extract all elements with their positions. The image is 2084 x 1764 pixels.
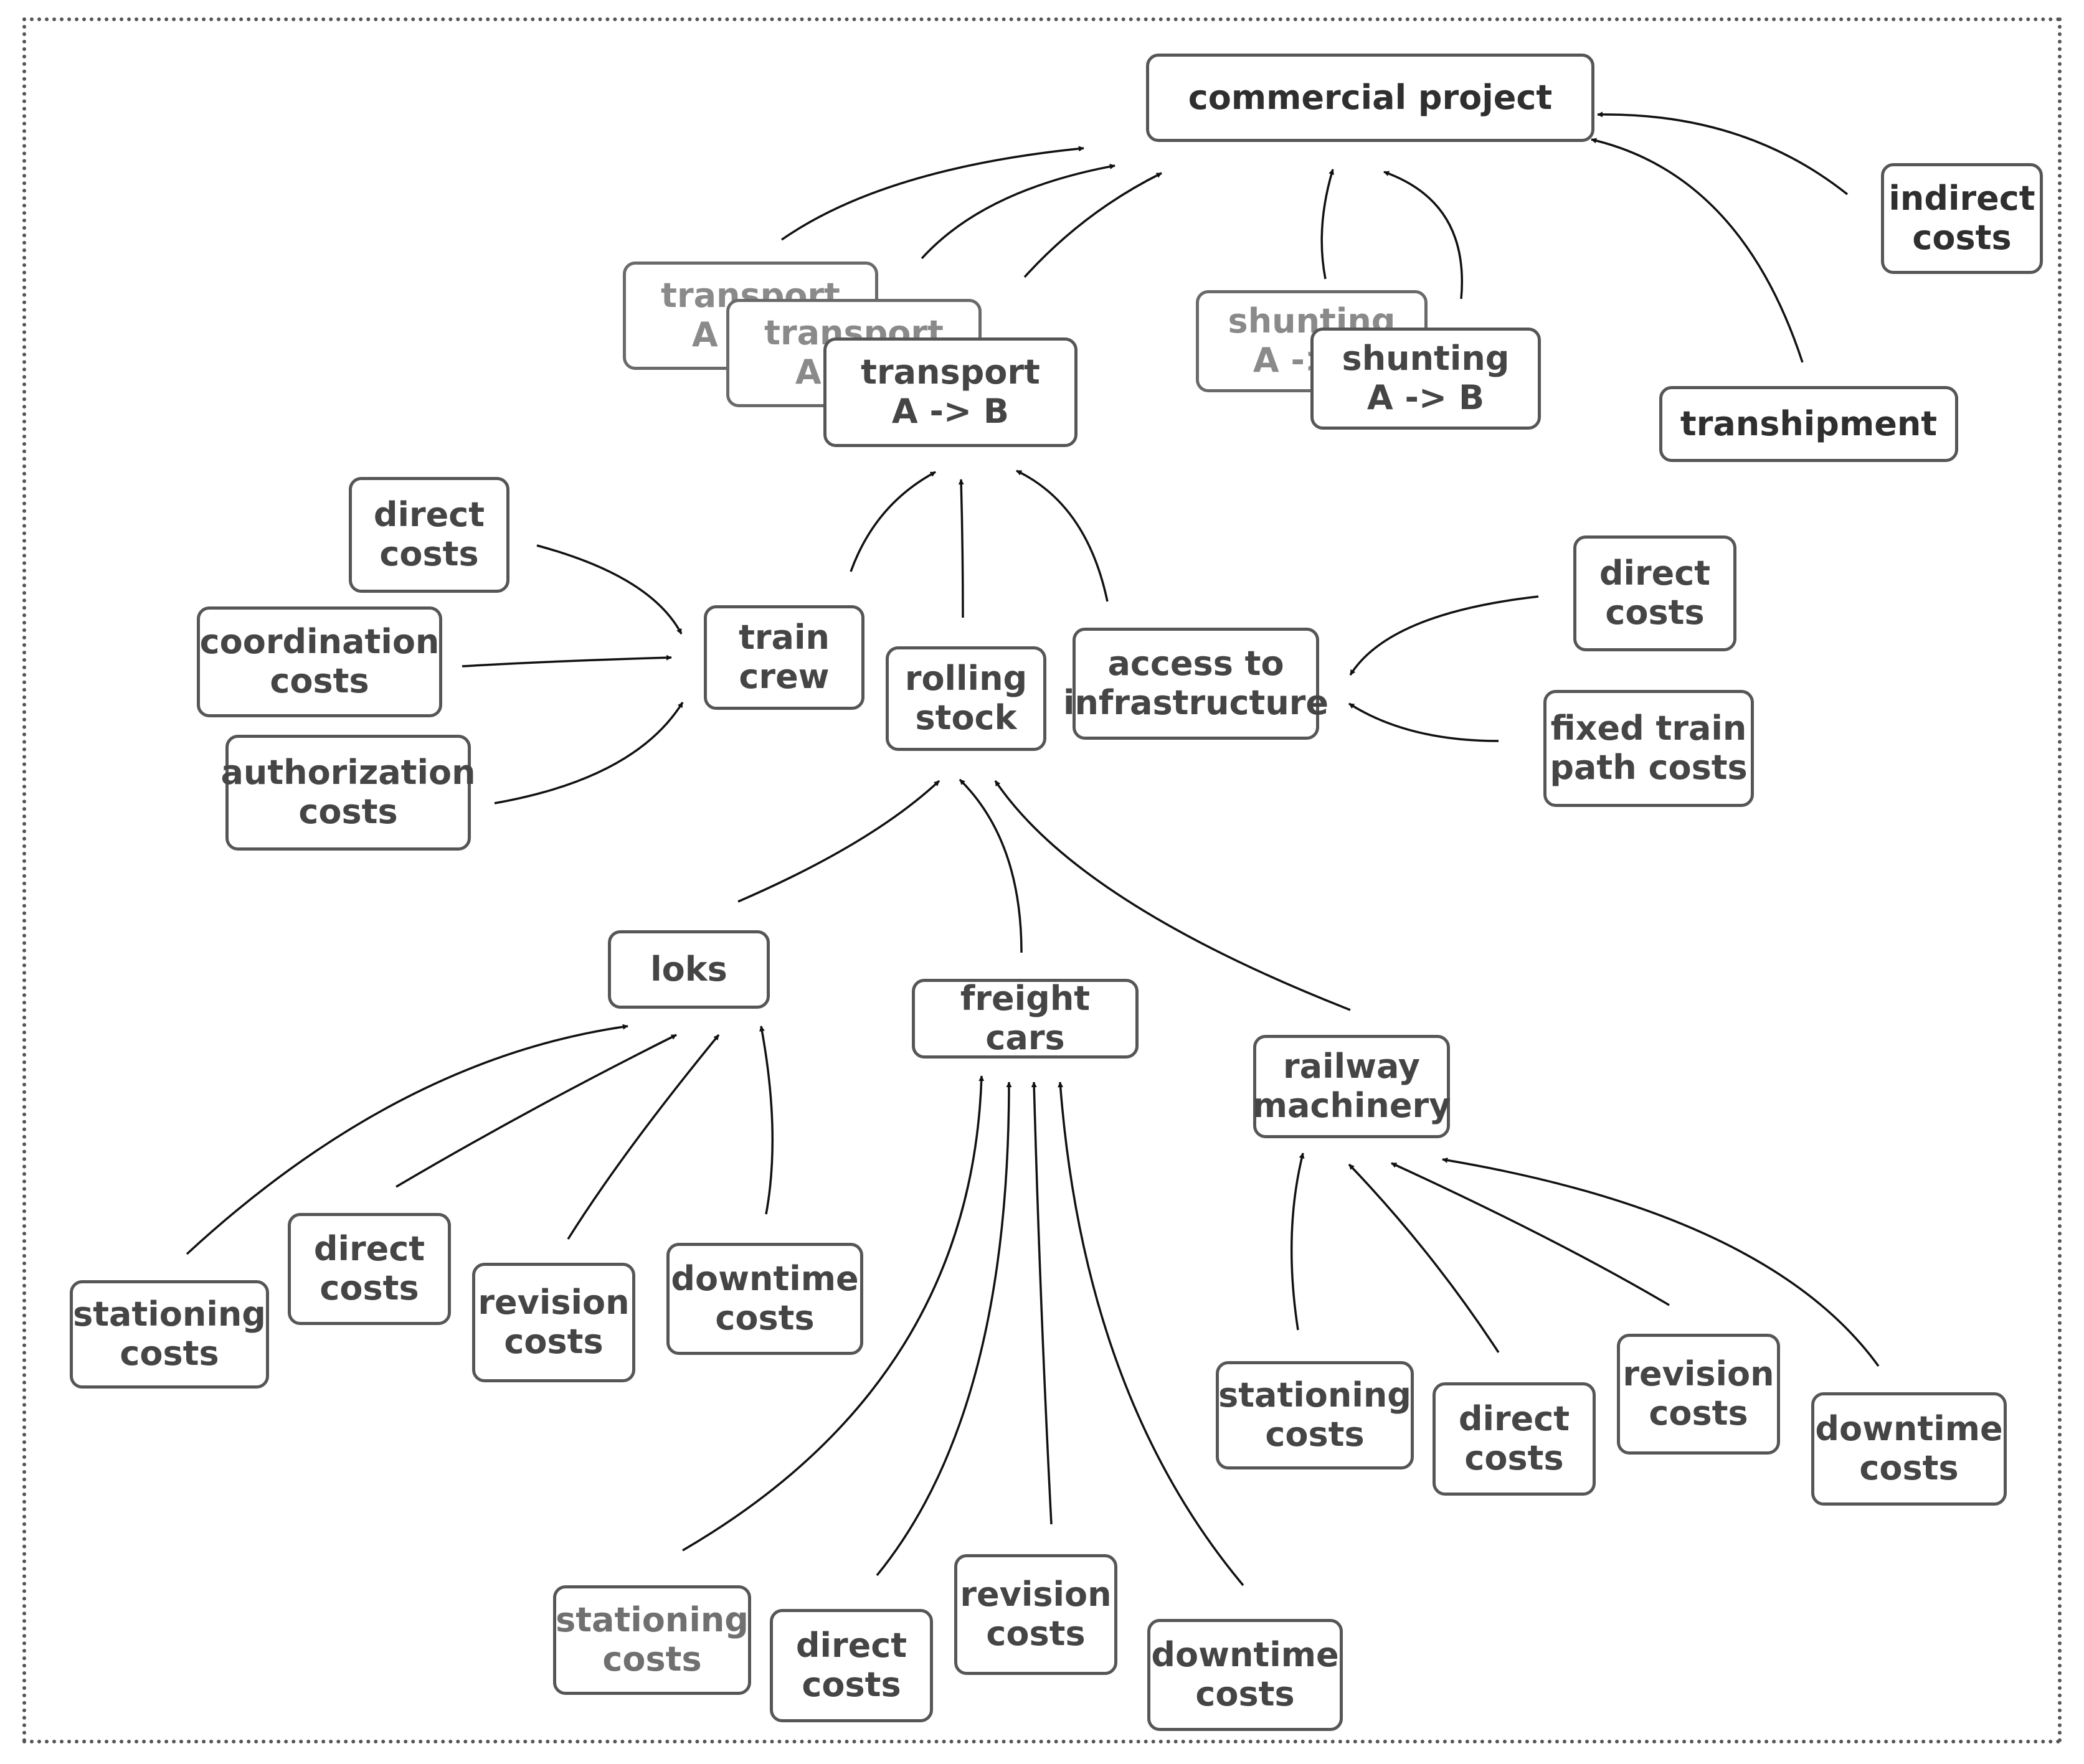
- edge-machinery-direct-costs-to-railway-machinery: [1348, 1163, 1500, 1353]
- transhipment-node: transhipment: [1659, 386, 1958, 462]
- authorization-costs-node: authorization costs: [220, 735, 476, 851]
- edge-transport-1-to-commercial-project: [780, 146, 1084, 241]
- cars-stationing-costs-node: stationing costs: [553, 1585, 751, 1695]
- commercial-project-node: commercial project: [1146, 54, 1594, 142]
- edge-indirect-costs-to-commercial-project: [1597, 111, 1849, 196]
- edge-shunting-1-to-commercial-project: [1320, 169, 1334, 280]
- machinery-downtime-costs-node: downtime costs: [1811, 1392, 2007, 1506]
- edge-loks-stationing-costs-to-loks: [186, 1024, 628, 1255]
- edge-railway-machinery-to-rolling-stock: [994, 780, 1351, 1011]
- indirect-costs-node: indirect costs: [1881, 163, 2043, 274]
- loks-direct-costs-node: direct costs: [288, 1213, 451, 1325]
- edge-authorization-costs-to-train-crew: [494, 702, 684, 804]
- edge-shunting-2-to-commercial-project: [1383, 171, 1463, 300]
- diagram-frame: [22, 17, 2062, 1743]
- edge-cars-stationing-costs-to-freight-cars: [682, 1075, 985, 1552]
- access-to-infrastructure-node: access to infrastructure: [1063, 628, 1329, 740]
- crew-direct-costs-node: direct costs: [349, 477, 509, 593]
- edge-loks-to-rolling-stock: [737, 780, 940, 903]
- cars-revision-costs-node: revision costs: [954, 1554, 1117, 1675]
- edge-infra-direct-costs-to-access-to-infrastructure: [1349, 595, 1539, 676]
- edge-machinery-stationing-costs-to-railway-machinery: [1290, 1153, 1305, 1331]
- transport-node-front: transport A -> B: [823, 337, 1078, 447]
- edge-transhipment-to-commercial-project: [1591, 138, 1804, 363]
- freight-cars-node: freight cars: [912, 979, 1139, 1059]
- edge-loks-revision-costs-to-loks: [567, 1034, 720, 1240]
- shunting-node-front: shunting A -> B: [1310, 328, 1541, 430]
- machinery-stationing-costs-node: stationing costs: [1216, 1361, 1414, 1469]
- edge-cars-downtime-costs-to-freight-cars: [1058, 1082, 1244, 1587]
- edge-cars-direct-costs-to-freight-cars: [876, 1082, 1012, 1577]
- edge-fixed-train-path-costs-to-access-to-infrastructure: [1348, 702, 1499, 742]
- edge-freight-cars-to-rolling-stock: [959, 778, 1023, 953]
- loks-downtime-costs-node: downtime costs: [666, 1243, 863, 1355]
- infra-direct-costs-node: direct costs: [1573, 535, 1736, 651]
- edge-loks-downtime-costs-to-loks: [759, 1026, 774, 1215]
- edge-crew-direct-costs-to-train-crew: [536, 544, 683, 634]
- cars-downtime-costs-node: downtime costs: [1147, 1619, 1343, 1731]
- loks-node: loks: [608, 930, 770, 1009]
- machinery-direct-costs-node: direct costs: [1433, 1382, 1596, 1496]
- rolling-stock-node: rolling stock: [886, 646, 1046, 751]
- edge-coordination-costs-to-train-crew: [462, 654, 672, 667]
- edge-train-crew-to-transport-3: [850, 471, 936, 572]
- loks-revision-costs-node: revision costs: [472, 1263, 635, 1382]
- loks-stationing-costs-node: stationing costs: [70, 1280, 269, 1389]
- edge-machinery-downtime-costs-to-railway-machinery: [1442, 1157, 1880, 1367]
- edge-access-to-infrastructure-to-transport-3: [1016, 469, 1109, 602]
- edge-machinery-revision-costs-to-railway-machinery: [1391, 1162, 1670, 1306]
- edge-loks-direct-costs-to-loks: [395, 1034, 677, 1188]
- coordination-costs-node: coordination costs: [197, 606, 442, 717]
- train-crew-node: train crew: [704, 605, 864, 710]
- railway-machinery-node: railway machinery: [1253, 1035, 1451, 1138]
- edge-transport-3-to-commercial-project: [1023, 172, 1162, 278]
- edge-transport-2-to-commercial-project: [921, 164, 1115, 260]
- machinery-revision-costs-node: revision costs: [1617, 1334, 1780, 1455]
- cars-direct-costs-node: direct costs: [770, 1609, 933, 1722]
- edge-rolling-stock-to-transport-3: [958, 479, 964, 618]
- edge-cars-revision-costs-to-freight-cars: [1031, 1082, 1053, 1525]
- fixed-train-path-costs-node: fixed train path costs: [1543, 690, 1754, 807]
